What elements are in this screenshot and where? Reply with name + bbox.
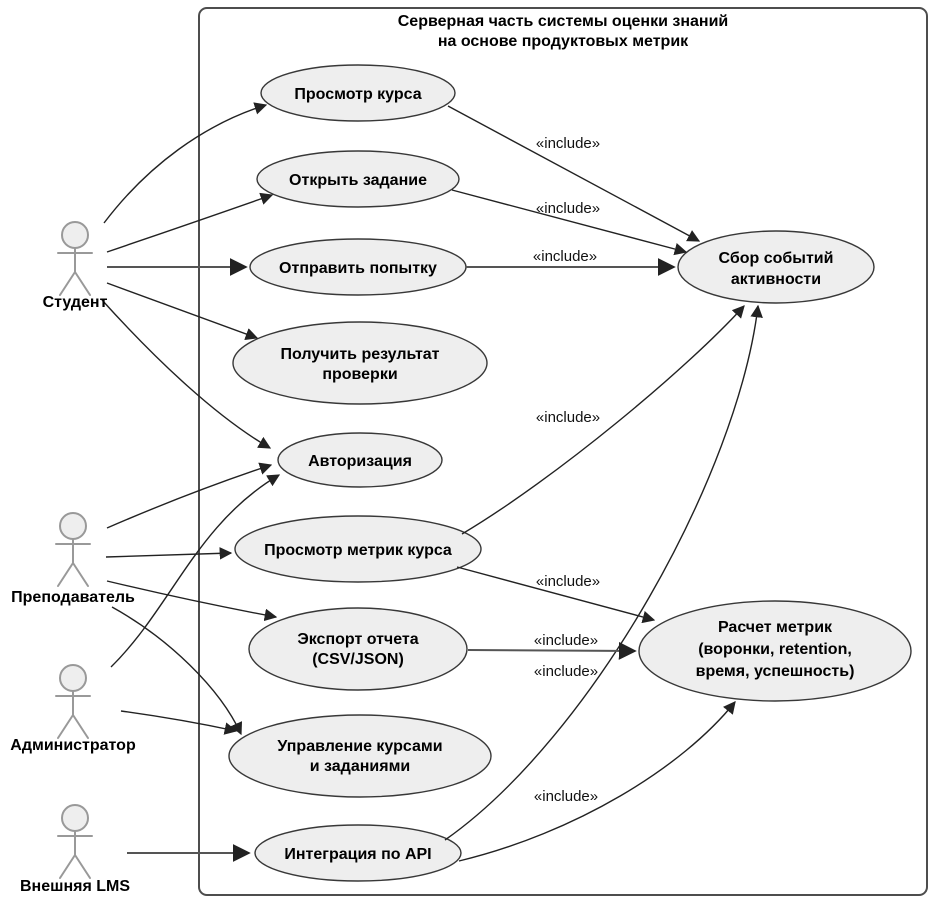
- usecase-view-course-metrics: [234, 515, 482, 583]
- label-export-report-2: (CSV/JSON): [312, 651, 404, 668]
- teacher-figure-body: [55, 538, 91, 587]
- usecase-view-course: [260, 64, 456, 122]
- include-labels: «include» «include» «include» «include» …: [533, 135, 600, 805]
- include-label-4: «include»: [536, 409, 600, 426]
- edge-teacher-view-course-metrics: [105, 547, 233, 560]
- edge-teacher-authorization: [106, 462, 273, 529]
- label-get-result-2: проверки: [322, 366, 397, 383]
- include-label-6: «include»: [534, 632, 598, 649]
- edge-include-export-report-calc-metrics: [467, 641, 637, 660]
- label-open-task: Открыть задание: [289, 172, 427, 189]
- include-label-7: «include»: [534, 663, 598, 680]
- edge-teacher-manage-courses: [111, 606, 243, 736]
- usecase-manage-courses: [228, 714, 492, 798]
- use-case-labels: Просмотр курса Открыть задание Отправить…: [264, 86, 854, 863]
- edge-include-view-course-collect-events: [447, 105, 701, 242]
- admin-figure-body: [55, 690, 91, 739]
- usecase-get-result: [232, 321, 488, 405]
- edge-admin-authorization: [110, 474, 281, 668]
- actor-admin: Администратор: [10, 664, 136, 754]
- include-label-8: «include»: [534, 788, 598, 805]
- label-manage-courses-2: и заданиями: [310, 758, 410, 775]
- edge-include-view-course-metrics-collect-events: [461, 305, 745, 535]
- external-lms-figure-body: [57, 830, 93, 879]
- include-label-3: «include»: [533, 248, 597, 265]
- include-label-2: «include»: [536, 200, 600, 217]
- actor-label-teacher: Преподаватель: [11, 589, 135, 606]
- edge-include-api-integration-collect-events: [444, 304, 763, 841]
- student-figure-icon: [61, 221, 89, 249]
- actor-student: Студент: [43, 221, 108, 311]
- edge-include-view-course-metrics-calc-metrics: [456, 566, 656, 624]
- usecase-collect-events: [677, 230, 875, 304]
- teacher-figure-icon: [59, 512, 87, 540]
- label-export-report-1: Экспорт отчета: [297, 631, 418, 648]
- usecase-api-integration: [254, 824, 462, 882]
- use-case-nodes: [228, 64, 912, 882]
- label-view-course-metrics: Просмотр метрик курса: [264, 542, 452, 559]
- include-edges: [444, 105, 763, 862]
- label-submit-attempt: Отправить попытку: [279, 260, 437, 277]
- edge-student-open-task: [106, 192, 274, 253]
- edge-include-api-integration-calc-metrics: [458, 701, 736, 862]
- diagram-title-line1: Серверная часть системы оценки знаний: [398, 13, 728, 30]
- usecase-open-task: [256, 150, 460, 208]
- label-api-integration: Интеграция по API: [284, 846, 431, 863]
- edge-admin-manage-courses: [120, 710, 238, 735]
- actor-external-lms: Внешняя LMS: [20, 804, 130, 895]
- edge-student-authorization: [101, 299, 272, 449]
- edge-student-view-course: [103, 102, 268, 224]
- label-collect-events-2: активности: [731, 271, 821, 288]
- student-figure-body: [57, 247, 93, 296]
- label-calc-metrics-1: Расчет метрик: [718, 619, 833, 636]
- edge-include-open-task-collect-events: [451, 189, 688, 256]
- actor-label-student: Студент: [43, 294, 108, 311]
- edge-student-get-result: [106, 282, 259, 341]
- edge-teacher-export-report: [106, 580, 278, 622]
- diagram-title-line2: на основе продуктовых метрик: [438, 33, 689, 50]
- label-view-course: Просмотр курса: [294, 86, 421, 103]
- label-manage-courses-1: Управление курсами: [277, 738, 442, 755]
- label-collect-events-1: Сбор событий: [719, 250, 834, 267]
- label-authorization: Авторизация: [308, 453, 412, 470]
- usecase-authorization: [277, 432, 443, 488]
- actor-label-admin: Администратор: [10, 737, 136, 754]
- actor-edges: [101, 102, 281, 862]
- label-calc-metrics-3: время, успешность): [696, 663, 855, 680]
- include-label-1: «include»: [536, 135, 600, 152]
- include-label-5: «include»: [536, 573, 600, 590]
- admin-figure-icon: [59, 664, 87, 692]
- usecase-calc-metrics: [638, 600, 912, 702]
- label-calc-metrics-2: (воронки, retention,: [698, 641, 852, 658]
- usecase-export-report: [248, 607, 468, 691]
- external-lms-figure-icon: [61, 804, 89, 832]
- actor-teacher: Преподаватель: [11, 512, 135, 606]
- label-get-result-1: Получить результат: [280, 346, 439, 363]
- actor-label-external-lms: Внешняя LMS: [20, 878, 130, 895]
